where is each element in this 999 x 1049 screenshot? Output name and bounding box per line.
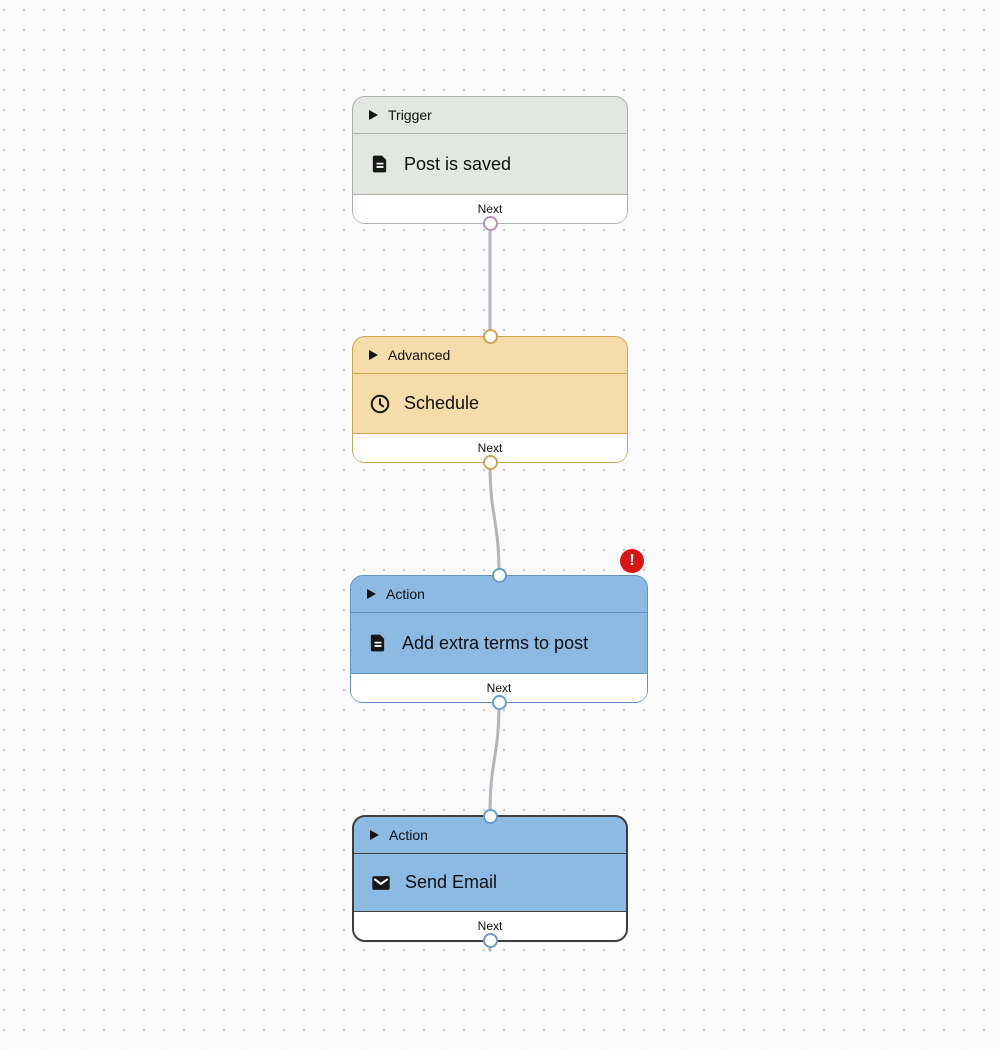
node-advanced-schedule[interactable]: Advanced Schedule Next [352, 329, 628, 470]
document-icon [367, 632, 389, 654]
output-port[interactable] [482, 216, 498, 231]
node-category-label: Action [386, 586, 425, 602]
node-title: Add extra terms to post [402, 632, 589, 653]
output-port[interactable] [482, 455, 498, 470]
clock-icon [369, 393, 391, 415]
node-body: Send Email [354, 854, 626, 911]
node-header[interactable]: Action [351, 576, 647, 613]
input-port[interactable] [482, 809, 498, 824]
email-icon [370, 872, 392, 894]
error-badge[interactable]: ! [620, 549, 644, 573]
input-port[interactable] [482, 329, 498, 344]
node-category-label: Action [389, 827, 428, 843]
node-action-add-extra-terms[interactable]: ! Action Add extra terms to post Next [350, 549, 648, 710]
node-title: Schedule [404, 393, 480, 413]
output-port[interactable] [491, 695, 507, 710]
node-body: Schedule [353, 374, 627, 433]
next-label: Next [477, 919, 503, 933]
output-port[interactable] [482, 933, 498, 948]
collapse-caret-icon[interactable] [369, 350, 378, 360]
collapse-caret-icon[interactable] [370, 830, 379, 840]
node-trigger-post-is-saved[interactable]: Trigger Post is saved Next [352, 96, 628, 231]
document-icon [369, 153, 391, 175]
collapse-caret-icon[interactable] [369, 110, 378, 120]
node-category-label: Advanced [388, 347, 451, 363]
node-header[interactable]: Advanced [353, 337, 627, 374]
node-body: Post is saved [353, 134, 627, 194]
input-port[interactable] [491, 568, 507, 583]
node-category-label: Trigger [388, 107, 432, 123]
node-title: Send Email [405, 872, 498, 892]
node-body: Add extra terms to post [351, 613, 647, 673]
node-title: Post is saved [404, 153, 512, 174]
collapse-caret-icon[interactable] [367, 589, 376, 599]
connection-schedule-to-add-terms[interactable] [488, 461, 501, 576]
node-action-send-email[interactable]: Action Send Email Next [352, 809, 628, 948]
node-header[interactable]: Action [354, 817, 626, 854]
next-label: Next [477, 202, 503, 216]
connection-add-terms-to-send-email[interactable] [488, 701, 501, 816]
node-header[interactable]: Trigger [353, 97, 627, 134]
exclamation-icon: ! [629, 552, 635, 569]
next-label: Next [486, 681, 512, 695]
next-label: Next [477, 441, 503, 455]
